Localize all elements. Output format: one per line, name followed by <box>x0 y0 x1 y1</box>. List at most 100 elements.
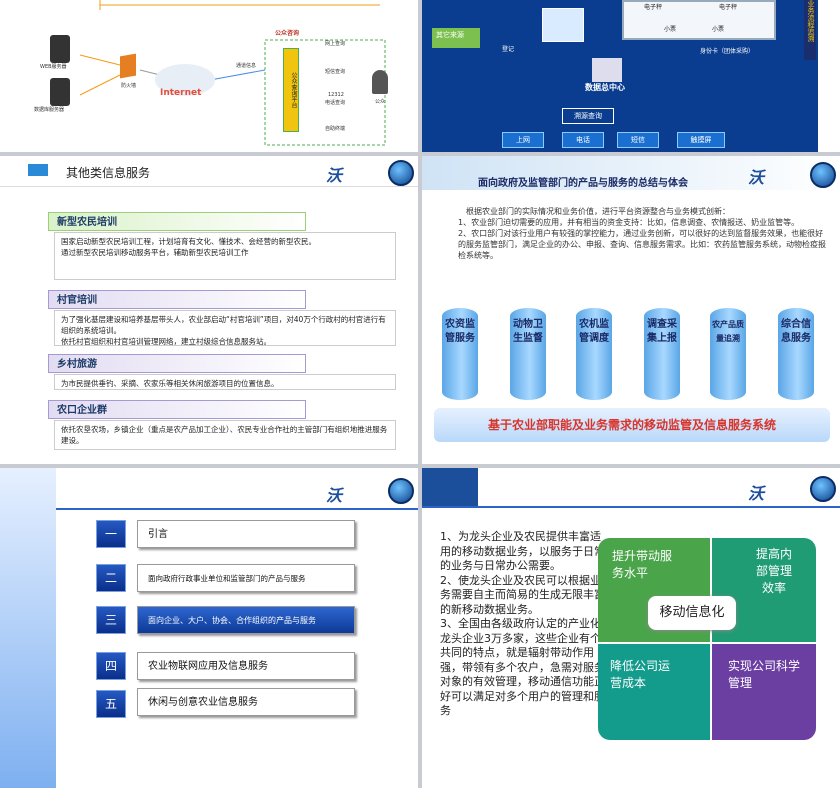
slide-header <box>422 468 840 508</box>
tile-bottom-left-label: 降低公司运营成本 <box>610 659 671 690</box>
globe-icon <box>810 476 836 502</box>
slide-summary[interactable]: 面向政府及监管部门的产品与服务的总结与体会 沃 根据农业部门的实际情况和业务价值… <box>422 156 840 464</box>
slide-other-services[interactable]: 其他类信息服务 沃 新型农民培训 国家启动新型农民培训工程，计划培育有文化、懂技… <box>0 156 418 464</box>
network-diagram <box>79 0 386 146</box>
side-label: 业务流程追溯 <box>804 0 816 60</box>
point-1: 1、为龙头企业及农民提供丰富适用的移动数据业务，以服务于日常的业务与日常办公需要… <box>440 530 605 572</box>
firewall-icon <box>120 53 136 79</box>
cylinder-2: 动物卫生监督 <box>510 308 546 400</box>
section-enterprise: 农口企业群 <box>48 400 306 419</box>
section-training-box: 国家启动新型农民培训工程，计划培育有文化、懂技术、会经营的新型农民。 通过新型农… <box>54 232 396 280</box>
toc-item-2[interactable]: 面向政府行政事业单位和监管部门的产品与服务 <box>137 564 355 592</box>
toc-num-3: 三 <box>96 606 126 634</box>
scale2-label: 电子秤 <box>719 4 738 11</box>
section-village: 村官培训 <box>48 290 306 309</box>
point-3: 3、全国由各级政府认定的产业化龙头企业3万多家，这些企业有个共同的特点，就是辐射… <box>440 617 605 717</box>
cylinder-3: 农机监管调度 <box>576 308 612 400</box>
slide-title: 其他类信息服务 <box>66 166 151 180</box>
system-banner: 基于农业部职能及业务需求的移动监管及信息服务系统 <box>434 408 830 442</box>
bullet: 依托农垦农场，乡镇企业（重点是农产品加工企业）、农民专业合作社的主管部门有组织地… <box>61 425 388 445</box>
side-decoration <box>0 468 56 788</box>
cylinder-1: 农资监管服务 <box>442 308 478 400</box>
firewall-label: 防火墙 <box>121 83 137 89</box>
public-people-icon <box>372 70 388 94</box>
public-label: 公众 <box>375 99 386 105</box>
sms-channel[interactable]: 短信 <box>617 132 659 148</box>
toc-num-1: 一 <box>96 520 126 548</box>
trace-query-label: 溯源查询 <box>562 108 614 124</box>
internet-label: Internet <box>160 88 202 98</box>
scale-panel: 电子秤 电子秤 小票 小票 <box>622 0 776 40</box>
toc-item-5[interactable]: 休闲与创意农业信息服务 <box>137 688 355 716</box>
brand-logo: 沃 <box>326 486 343 505</box>
cylinder-5: 农产品质量追溯 <box>710 308 746 400</box>
web-server-icon <box>50 35 70 63</box>
bullet: 为了强化基层建设和培养基层带头人，农业部启动“村官培训”项目，对40万个行政村的… <box>61 315 386 335</box>
side-strip <box>818 0 840 152</box>
public-query-title: 公众咨询 <box>275 30 300 37</box>
slide-header <box>422 156 840 190</box>
point-2: 2、使龙头企业及农民可以根据业务需要自主而简易的生成无限丰富的新移动数据业务。 <box>440 573 605 616</box>
section-tourism: 乡村旅游 <box>48 354 306 373</box>
toc-num-4: 四 <box>96 652 126 680</box>
tile-bottom-right-label: 实现公司科学管理 <box>728 659 801 690</box>
point-1: 1、农业部门迫切需要的应用，并有相当的资金支持：比如，信息调查、农情报送、奶业监… <box>458 218 800 227</box>
idcard-label: 身份卡（团体采购） <box>700 48 755 55</box>
slide-traceability[interactable]: 其它来源 登记 电子秤 电子秤 小票 小票 身份卡（团体采购） 数据总中心 溯源… <box>422 0 840 152</box>
brand-logo: 沃 <box>748 484 765 503</box>
toc-item-1[interactable]: 引言 <box>137 520 355 548</box>
header-block <box>422 468 478 506</box>
bullet: 依托村官组织和村官培训管理网络，建立村级综合信息服务站。 <box>61 337 271 346</box>
cylinder-6: 综合信息服务 <box>778 308 814 400</box>
globe-icon <box>388 160 414 186</box>
cylinder-4: 调查采集上报 <box>644 308 680 400</box>
point-2: 2、农口部门对该行业用户有较强的掌控能力，通过业务创新，可以很好的达到监督服务效… <box>458 229 826 260</box>
toc-item-3[interactable]: 面向企业、大户、协会、合作组织的产品与服务 <box>137 606 355 634</box>
data-center-label: 数据总中心 <box>585 83 625 92</box>
bullet: 为市民提供垂钓、采摘、农家乐等相关休闲旅游项目的位置信息。 <box>61 379 279 388</box>
bullet: 通过新型农民培训移动服务平台，辅助新型农民培训工作 <box>61 248 249 257</box>
slide-header <box>0 156 418 187</box>
toc-num-5: 五 <box>96 690 126 718</box>
sms-label: 短信查询 <box>325 69 346 75</box>
scale1-label: 电子秤 <box>644 4 663 11</box>
phone-label: 电话查询 <box>325 100 346 106</box>
web-channel[interactable]: 上网 <box>502 132 544 148</box>
touchscreen-channel[interactable]: 触摸屏 <box>677 132 725 148</box>
summary-text: 根据农业部门的实际情况和业务价值，进行平台资源整合与业务模式创新： 1、农业部门… <box>458 206 828 261</box>
brand-logo: 沃 <box>748 168 765 187</box>
globe-icon <box>810 162 836 188</box>
phone-channel[interactable]: 电话 <box>562 132 604 148</box>
toc-item-4[interactable]: 农业物联网应用及信息服务 <box>137 652 355 680</box>
ticket2-label: 小票 <box>712 26 725 33</box>
section-village-box: 为了强化基层建设和培养基层带头人，农业部启动“村官培训”项目，对40万个行政村的… <box>54 310 396 346</box>
slide-mobile-info[interactable]: 沃 1、为龙头企业及农民提供丰富适用的移动数据业务，以服务于日常的业务与日常办公… <box>422 468 840 788</box>
globe-icon <box>388 478 414 504</box>
slide-network-diagram[interactable]: WEB服务器 数据库服务器 防火墙 Internet 通道信息 公众咨询 公众查… <box>0 0 418 152</box>
channel-label: 通道信息 <box>236 63 257 69</box>
section-training: 新型农民培训 <box>48 212 306 231</box>
tile-top-left-label: 提升带动服务水平 <box>612 549 673 580</box>
kiosk-label: 自助终端 <box>325 126 346 132</box>
slide-title: 面向政府及监管部门的产品与服务的总结与体会 <box>478 178 688 189</box>
db-server-label: 数据库服务器 <box>34 107 65 113</box>
web-server-label: WEB服务器 <box>40 64 67 70</box>
section-tourism-box: 为市民提供垂钓、采摘、农家乐等相关休闲旅游项目的位置信息。 <box>54 374 396 390</box>
register-label: 登记 <box>502 46 515 53</box>
toc-num-2: 二 <box>96 564 126 592</box>
slide-toc[interactable]: 沃 一 引言 二 面向政府行政事业单位和监管部门的产品与服务 三 面向企业、大户… <box>0 468 418 788</box>
other-source-label: 其它来源 <box>436 31 464 39</box>
db-server-icon <box>50 78 70 106</box>
slide-header <box>56 468 418 510</box>
section-enterprise-box: 依托农垦农场，乡镇企业（重点是农产品加工企业）、农民专业合作社的主管部门有组织地… <box>54 420 396 450</box>
header-marker <box>28 164 48 176</box>
phone-num-label: 12312 <box>328 92 344 98</box>
ticket1-label: 小票 <box>664 26 677 33</box>
bullet: 国家启动新型农民培训工程，计划培育有文化、懂技术、会经营的新型农民。 <box>61 237 316 246</box>
server-icon <box>592 58 622 82</box>
intro: 根据农业部门的实际情况和业务价值，进行平台资源整合与业务模式创新： <box>466 207 730 216</box>
brand-logo: 沃 <box>326 166 343 185</box>
center-label: 移动信息化 <box>648 596 736 630</box>
platform-label: 公众查询平台 <box>283 48 299 132</box>
tile-bottom-right <box>712 644 816 740</box>
